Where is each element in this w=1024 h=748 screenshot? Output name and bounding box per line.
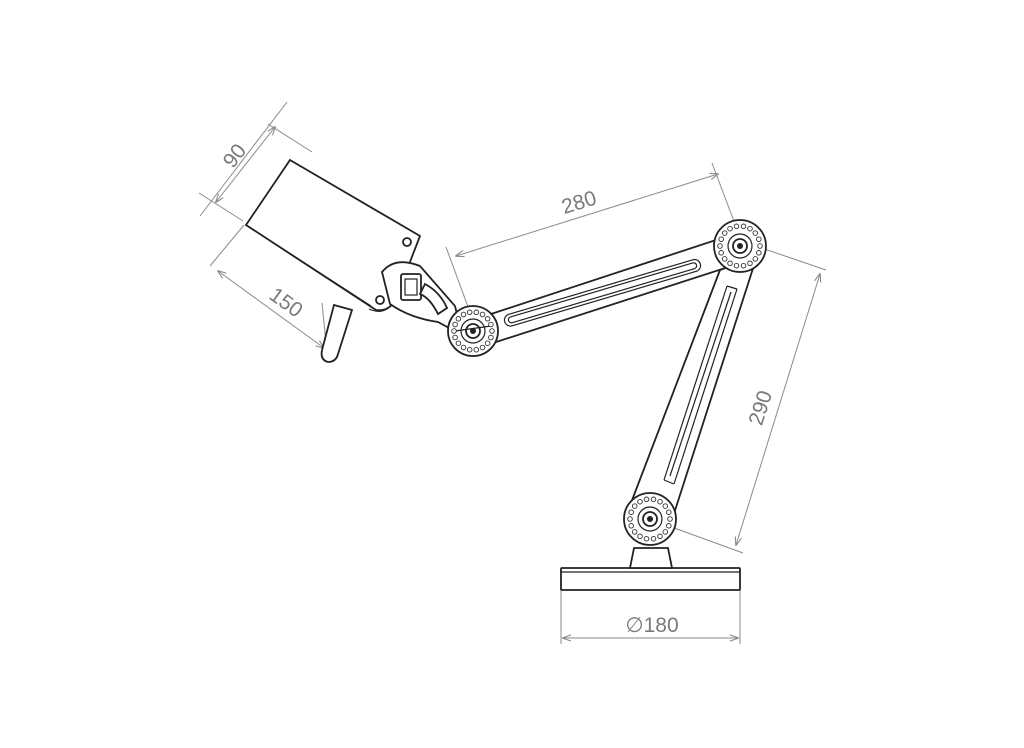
- joint-hole: [718, 236, 724, 242]
- lamp-base: [560, 547, 741, 591]
- joint-hole: [466, 309, 473, 316]
- lamp-shade: [244, 158, 422, 363]
- joint-hole: [484, 316, 491, 322]
- joint-hole: [657, 533, 663, 540]
- joint-hole: [717, 243, 723, 249]
- joint-hole: [455, 316, 462, 322]
- joint-hole: [452, 334, 458, 341]
- lamp-outline: [244, 158, 767, 591]
- joint-hole: [740, 223, 747, 230]
- dim-shade-height: 90: [219, 140, 252, 173]
- joint-hole: [733, 262, 740, 269]
- joint-hole: [666, 509, 672, 515]
- dim-base-diameter: ∅180: [625, 614, 678, 637]
- joint-hole: [451, 328, 457, 334]
- joint-hole: [752, 256, 759, 262]
- joint-hole: [650, 496, 657, 503]
- joint-hole: [488, 334, 494, 341]
- dim-lower-arm: 290: [744, 388, 777, 428]
- joint-hole: [637, 533, 643, 540]
- joint-hole: [733, 223, 740, 230]
- joint-hole: [667, 516, 673, 522]
- joint-hole: [718, 250, 724, 256]
- joint-hole: [631, 529, 638, 535]
- joint-hole: [756, 236, 762, 242]
- joint-hole: [489, 328, 495, 334]
- joint-hole: [643, 496, 650, 503]
- joint-base: [623, 492, 677, 546]
- joint-hole: [479, 344, 486, 351]
- joint-hole: [473, 309, 480, 316]
- joint-hole: [727, 225, 733, 232]
- dim-upper-arm: 280: [559, 187, 599, 219]
- joint-elbow: [713, 219, 767, 273]
- joint-hole: [627, 516, 633, 522]
- joint-hole: [631, 503, 638, 509]
- joint-hole: [473, 346, 480, 353]
- joint-hole: [757, 243, 763, 249]
- joint-hole: [740, 262, 747, 269]
- joint-hole: [657, 498, 663, 505]
- joint-hole: [452, 321, 458, 328]
- shade-joint: [381, 261, 464, 337]
- joint-hole: [752, 230, 759, 236]
- joint-hole: [662, 529, 669, 535]
- joint-hole: [721, 230, 728, 236]
- joint-hole: [484, 340, 491, 346]
- joint-hole: [666, 523, 672, 529]
- dim-shade-length: 150: [265, 283, 307, 322]
- joint-hole: [628, 523, 634, 529]
- joint-hole: [460, 311, 467, 318]
- joint-hole: [479, 311, 486, 318]
- lower-arm: [624, 254, 759, 528]
- joint-hole: [747, 225, 753, 232]
- joint-hole: [747, 260, 753, 267]
- joint-hole: [488, 321, 494, 328]
- joint-hole: [662, 503, 669, 509]
- joint-upper-left: [447, 305, 499, 357]
- joint-hole: [466, 346, 473, 353]
- joint-hole: [721, 256, 728, 262]
- joint-hole: [650, 535, 657, 542]
- joint-hole: [637, 498, 643, 505]
- joint-hole: [727, 260, 733, 267]
- joint-hole: [628, 509, 634, 515]
- joint-hole: [643, 535, 650, 542]
- joint-hole: [455, 340, 462, 346]
- joint-hole: [460, 344, 467, 351]
- joint-hole: [756, 250, 762, 256]
